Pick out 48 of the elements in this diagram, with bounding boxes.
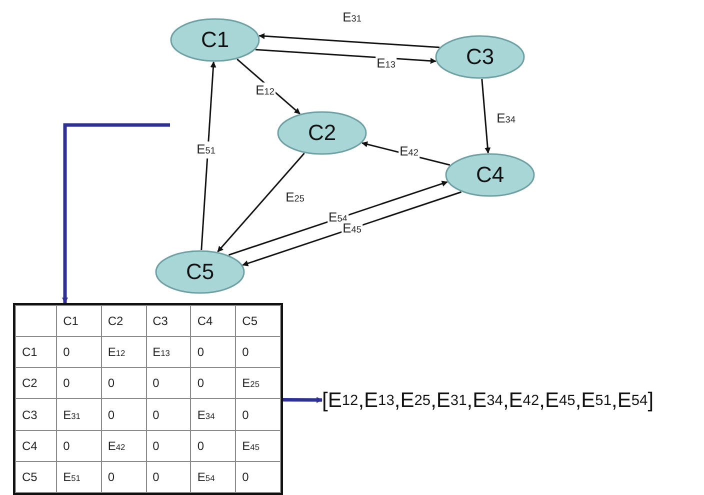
table-cell: C2 (101, 306, 146, 337)
arrow (62, 123, 170, 304)
table-cell: 0 (236, 336, 280, 368)
table-cell: 0 (56, 368, 102, 399)
arrow (200, 61, 216, 250)
arrow (236, 58, 300, 114)
node-ellipse (155, 250, 245, 294)
table-cell: C5 (236, 306, 280, 337)
arrow (362, 141, 450, 166)
arrow (255, 48, 436, 64)
arrow (258, 33, 440, 48)
table-cell: 0 (101, 398, 146, 430)
table-cell: C3 (16, 398, 57, 430)
node-label: C5 (186, 259, 214, 285)
table-cell: C3 (146, 306, 191, 337)
table-cell: 0 (146, 368, 191, 399)
arrow (217, 152, 305, 252)
table-cell: 0 (190, 336, 236, 368)
matrix-table (13, 303, 283, 495)
arrow (228, 180, 448, 256)
table-cell: C4 (190, 306, 236, 337)
table-cell: 0 (146, 461, 191, 492)
table-cell: 0 (236, 461, 280, 492)
table-cell: 0 (56, 336, 102, 368)
table-cell: 0 (101, 461, 146, 492)
table-cell: 0 (236, 398, 280, 430)
node-ellipse (445, 153, 535, 197)
table-cell: C1 (16, 336, 57, 368)
node-ellipse (170, 18, 260, 62)
arrow (242, 191, 462, 266)
table-cell: 0 (56, 430, 102, 462)
table-cell: C4 (16, 430, 57, 462)
table-cell: C1 (56, 306, 102, 337)
node-label: C4 (476, 162, 504, 188)
node-label: C2 (308, 120, 336, 146)
node-label: C1 (200, 27, 230, 53)
node-ellipse (277, 111, 367, 155)
table-cell: 0 (101, 368, 146, 399)
table-cell: 0 (190, 368, 236, 399)
node-ellipse (435, 35, 525, 79)
arrow (481, 78, 491, 154)
table-cell: 0 (190, 430, 236, 462)
table-cell: 0 (146, 430, 191, 462)
table-cell: C5 (16, 461, 57, 492)
table-cell: 0 (146, 398, 191, 430)
arrow (282, 396, 323, 403)
table-cell: C2 (16, 368, 57, 399)
node-label: C3 (466, 44, 494, 70)
